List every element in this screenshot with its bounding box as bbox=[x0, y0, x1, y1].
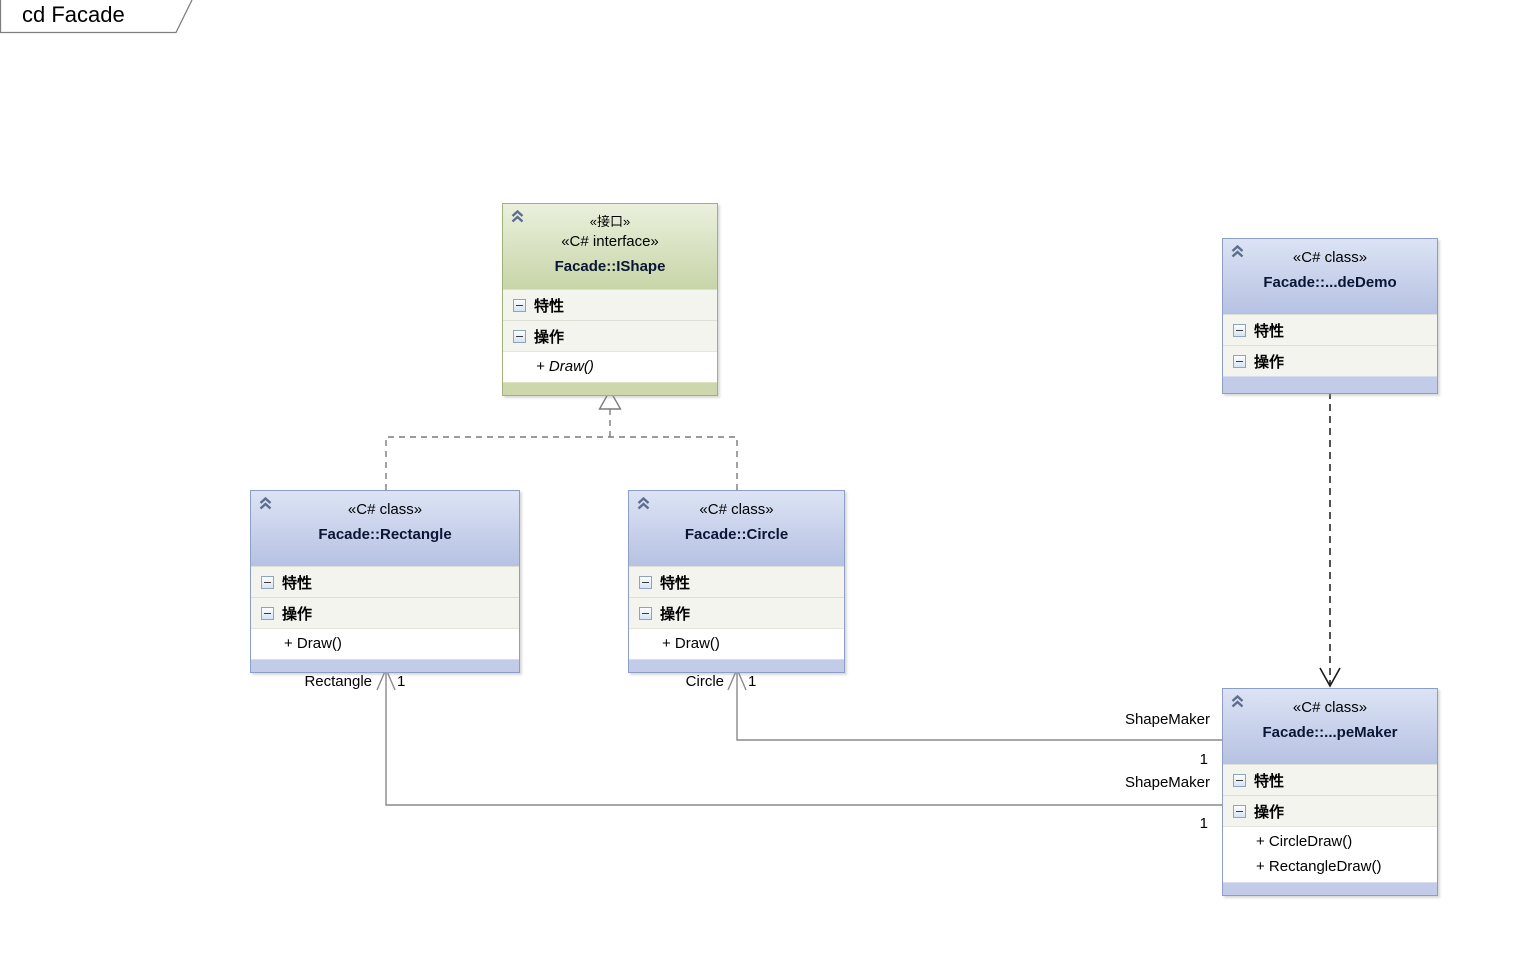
operations-section[interactable]: 操作 bbox=[503, 320, 717, 351]
collapse-minus-icon[interactable] bbox=[639, 606, 652, 620]
section-label: 操作 bbox=[1254, 353, 1285, 371]
section-label: 操作 bbox=[660, 605, 691, 623]
collapse-minus-icon[interactable] bbox=[1233, 773, 1246, 787]
box-footer bbox=[629, 659, 844, 672]
class-name: Facade::Rectangle bbox=[318, 526, 452, 543]
operation-item[interactable]: + CircleDraw() bbox=[1256, 833, 1353, 850]
collapse-minus-icon[interactable] bbox=[261, 606, 274, 620]
members-list: + Draw() bbox=[629, 628, 844, 659]
frame-tab-outline bbox=[0, 0, 193, 34]
class-box-facadedemo[interactable]: «C# class» Facade::...deDemo 特性 操作 bbox=[1222, 238, 1438, 394]
class-box-circle[interactable]: «C# class» Facade::Circle 特性 操作 + Draw() bbox=[628, 490, 845, 673]
properties-section[interactable]: 特性 bbox=[1223, 764, 1437, 795]
section-label: 操作 bbox=[1254, 803, 1285, 821]
class-header: «C# class» Facade::...deDemo bbox=[1223, 239, 1437, 314]
collapse-chevron-icon[interactable] bbox=[510, 210, 525, 223]
section-label: 特性 bbox=[660, 574, 691, 592]
frame-tab-label: cd Facade bbox=[22, 2, 125, 27]
box-footer bbox=[1223, 882, 1437, 895]
members-list: + Draw() bbox=[251, 628, 519, 659]
members-list: + CircleDraw() + RectangleDraw() bbox=[1223, 826, 1437, 882]
class-name: Facade::Circle bbox=[684, 526, 789, 543]
association-mult-shapemaker-circle: 1 bbox=[1199, 751, 1208, 768]
operation-item[interactable]: + RectangleDraw() bbox=[1256, 858, 1382, 875]
dependency-arrowhead bbox=[1319, 667, 1341, 688]
operations-section[interactable]: 操作 bbox=[1223, 795, 1437, 826]
stereotype: «C# class» bbox=[347, 501, 423, 518]
association-mult-circle: 1 bbox=[748, 673, 757, 690]
properties-section[interactable]: 特性 bbox=[503, 289, 717, 320]
association-role-circle: Circle bbox=[685, 673, 724, 690]
box-footer bbox=[503, 382, 717, 395]
interface-name: Facade::IShape bbox=[554, 258, 666, 275]
section-label: 特性 bbox=[1254, 322, 1285, 340]
stereotype-local: «接口» bbox=[589, 214, 631, 229]
class-name: Facade::...peMaker bbox=[1262, 724, 1398, 741]
section-label: 特性 bbox=[282, 574, 313, 592]
collapse-minus-icon[interactable] bbox=[513, 298, 526, 312]
collapse-minus-icon[interactable] bbox=[513, 329, 526, 343]
properties-section[interactable]: 特性 bbox=[251, 566, 519, 597]
association-rectangle-line[interactable] bbox=[385, 669, 1222, 806]
collapse-chevron-icon[interactable] bbox=[1230, 245, 1245, 258]
operation-item[interactable]: + Draw() bbox=[662, 635, 720, 652]
box-footer bbox=[1223, 376, 1437, 393]
section-label: 特性 bbox=[1254, 772, 1285, 790]
section-label: 操作 bbox=[282, 605, 313, 623]
association-role-shapemaker-circle: ShapeMaker bbox=[1124, 711, 1210, 728]
stereotype: «C# class» bbox=[1292, 249, 1368, 266]
association-role-rectangle: Rectangle bbox=[304, 673, 372, 690]
collapse-minus-icon[interactable] bbox=[639, 575, 652, 589]
stereotype: «C# class» bbox=[1292, 699, 1368, 716]
properties-section[interactable]: 特性 bbox=[1223, 314, 1437, 345]
class-box-rectangle[interactable]: «C# class» Facade::Rectangle 特性 操作 + Dra… bbox=[250, 490, 520, 673]
realization-triangle-arrowhead bbox=[598, 389, 622, 410]
interface-header: «接口» «C# interface» Facade::IShape bbox=[503, 204, 717, 289]
association-circle-line[interactable] bbox=[736, 669, 1222, 741]
section-label: 特性 bbox=[534, 297, 565, 315]
collapse-minus-icon[interactable] bbox=[261, 575, 274, 589]
collapse-chevron-icon[interactable] bbox=[258, 497, 273, 510]
operation-item[interactable]: + Draw() bbox=[284, 635, 342, 652]
collapse-chevron-icon[interactable] bbox=[1230, 695, 1245, 708]
operations-section[interactable]: 操作 bbox=[629, 597, 844, 628]
class-box-shapemaker[interactable]: «C# class» Facade::...peMaker 特性 操作 + Ci… bbox=[1222, 688, 1438, 896]
collapse-minus-icon[interactable] bbox=[1233, 323, 1246, 337]
realization-branches[interactable] bbox=[385, 436, 738, 490]
association-mult-shapemaker-rectangle: 1 bbox=[1199, 815, 1208, 832]
association-role-shapemaker-rectangle: ShapeMaker bbox=[1124, 774, 1210, 791]
operation-item[interactable]: + Draw() bbox=[536, 358, 594, 375]
interface-box-ishape[interactable]: «接口» «C# interface» Facade::IShape 特性 操作… bbox=[502, 203, 718, 396]
collapse-chevron-icon[interactable] bbox=[636, 497, 651, 510]
stereotype: «C# interface» bbox=[561, 233, 659, 250]
members-list: + Draw() bbox=[503, 351, 717, 382]
operations-section[interactable]: 操作 bbox=[251, 597, 519, 628]
collapse-minus-icon[interactable] bbox=[1233, 354, 1246, 368]
box-footer bbox=[251, 659, 519, 672]
properties-section[interactable]: 特性 bbox=[629, 566, 844, 597]
class-header: «C# class» Facade::...peMaker bbox=[1223, 689, 1437, 764]
association-mult-rectangle: 1 bbox=[397, 673, 406, 690]
operations-section[interactable]: 操作 bbox=[1223, 345, 1437, 376]
section-label: 操作 bbox=[534, 328, 565, 346]
class-name: Facade::...deDemo bbox=[1263, 274, 1397, 291]
class-header: «C# class» Facade::Rectangle bbox=[251, 491, 519, 566]
class-header: «C# class» Facade::Circle bbox=[629, 491, 844, 566]
stereotype: «C# class» bbox=[699, 501, 774, 518]
collapse-minus-icon[interactable] bbox=[1233, 804, 1246, 818]
